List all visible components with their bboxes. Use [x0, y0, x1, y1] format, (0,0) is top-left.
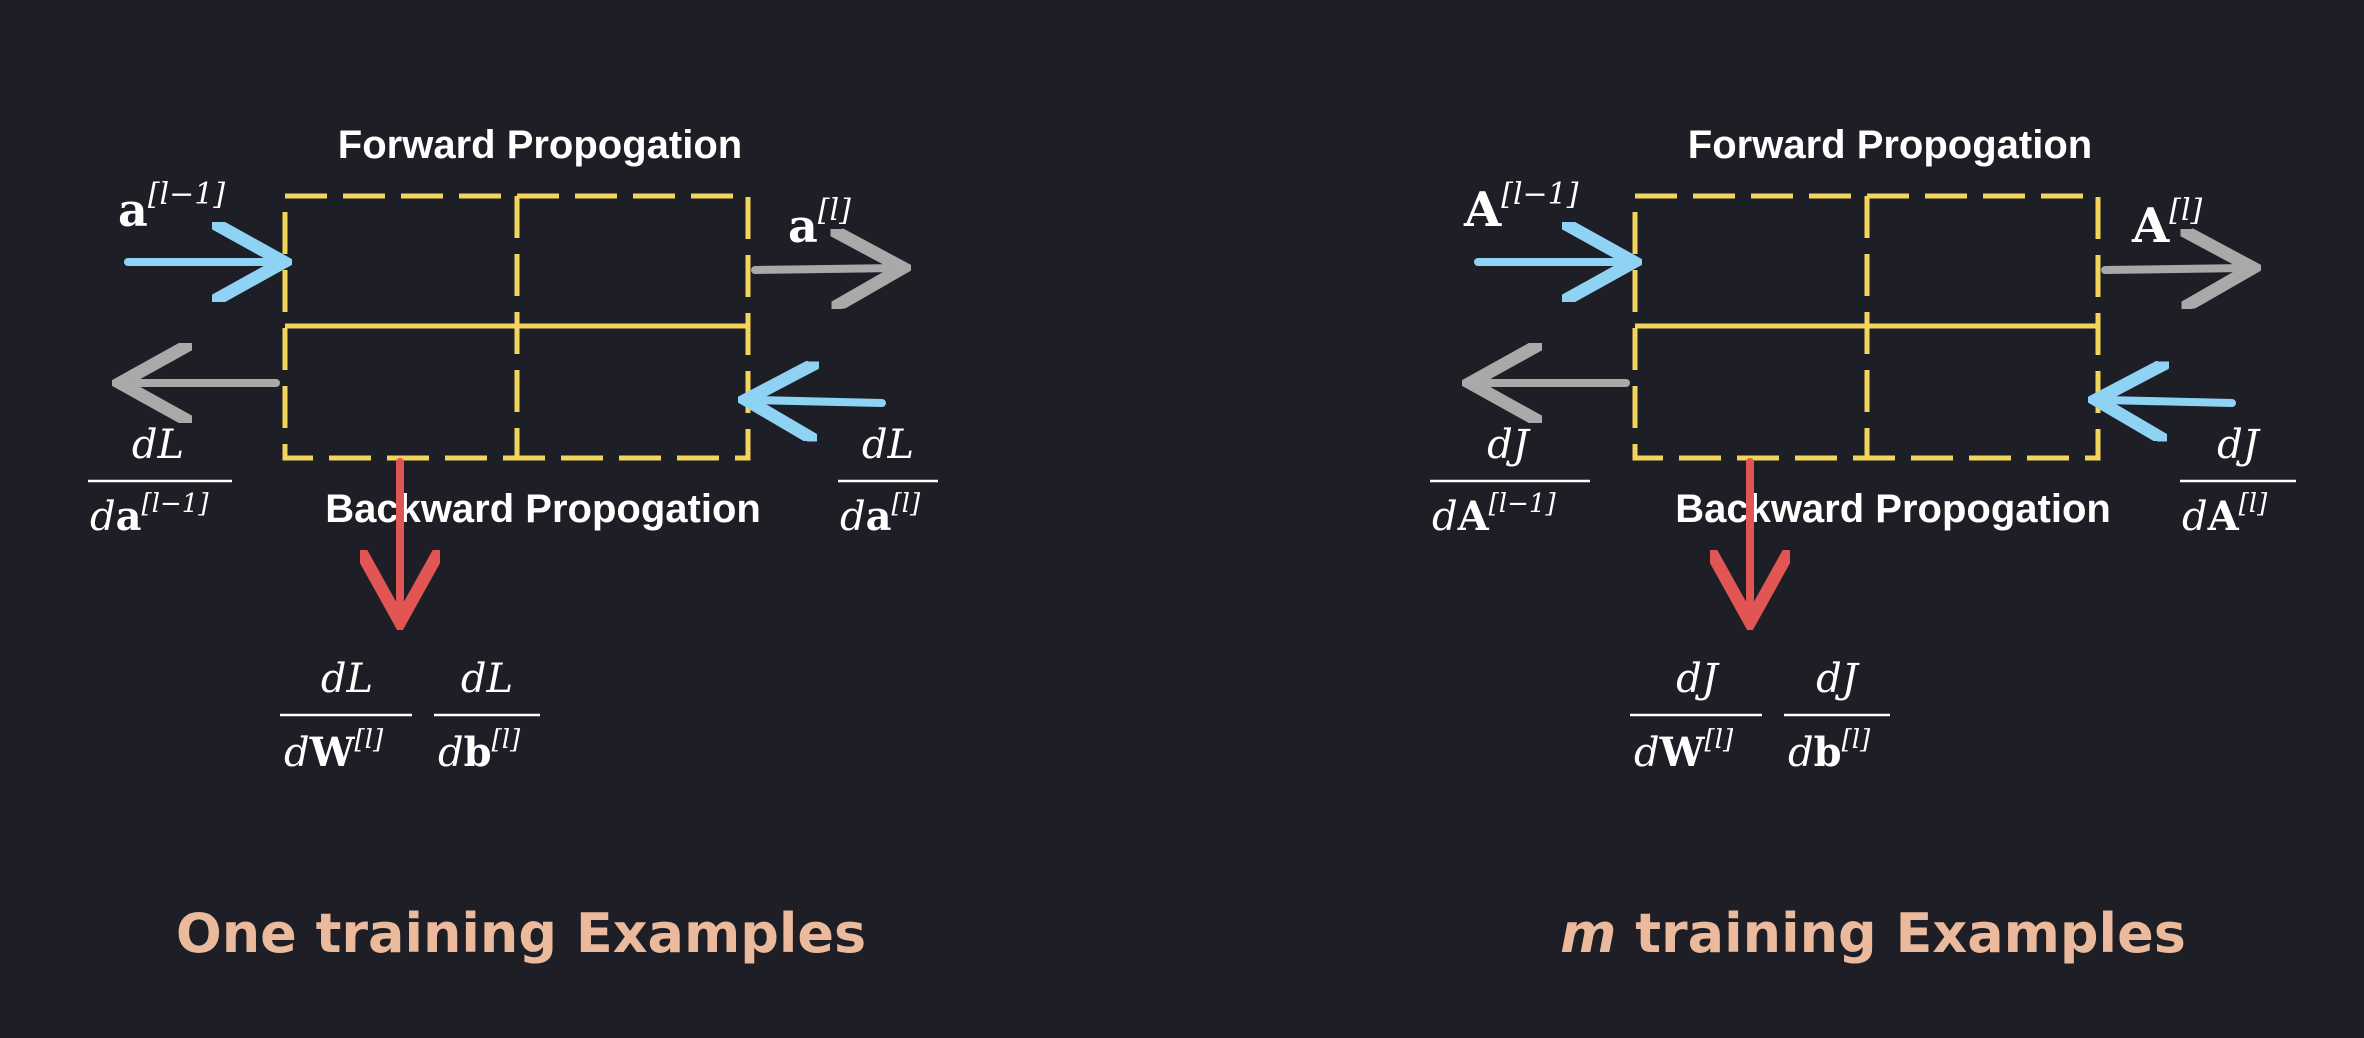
- svg-text:db[l]: db[l]: [1788, 725, 1871, 776]
- svg-text:dA[l]: dA[l]: [2182, 489, 2268, 540]
- left-db-fraction: dL db[l]: [434, 656, 540, 776]
- left-caption: One training Examples: [176, 902, 866, 965]
- left-backward-label: Backward Propogation: [325, 487, 761, 531]
- svg-text:db[l]: db[l]: [438, 725, 521, 776]
- left-output-arrow: [751, 268, 895, 270]
- svg-text:dL: dL: [321, 656, 373, 702]
- svg-text:dJ: dJ: [1816, 656, 1860, 702]
- svg-text:dL: dL: [132, 422, 184, 468]
- right-backward-label: Backward Propogation: [1675, 487, 2111, 531]
- svg-text:dJ: dJ: [1676, 656, 1720, 702]
- right-grad-output-fraction: dJ dA[l]: [2180, 422, 2296, 540]
- svg-text:da[l−1]: da[l−1]: [90, 489, 209, 540]
- left-grad-output-arrow: [754, 400, 886, 403]
- svg-text:dL: dL: [862, 422, 914, 468]
- left-panel: Forward Propogation a[l−1] a[l] dL da[l−…: [88, 123, 938, 965]
- right-panel: Forward Propogation A[l−1] A[l] dJ dA[l−…: [1430, 123, 2296, 965]
- svg-text:dA[l−1]: dA[l−1]: [1432, 489, 1556, 540]
- right-forward-label: Forward Propogation: [1688, 123, 2092, 167]
- svg-text:da[l]: da[l]: [840, 489, 921, 540]
- right-output-label: A[l]: [2131, 193, 2203, 254]
- right-output-arrow: [2101, 268, 2245, 270]
- left-forward-label: Forward Propogation: [338, 123, 742, 167]
- svg-text:dW[l]: dW[l]: [284, 725, 384, 776]
- left-grad-input-fraction: dL da[l−1]: [88, 422, 232, 540]
- right-layer-box: [1632, 193, 2101, 461]
- left-input-label: a[l−1]: [118, 177, 225, 237]
- right-grad-output-arrow: [2104, 400, 2236, 403]
- left-output-label: a[l]: [788, 193, 851, 253]
- right-db-fraction: dJ db[l]: [1784, 656, 1890, 776]
- left-grad-output-fraction: dL da[l]: [838, 422, 938, 540]
- svg-text:dJ: dJ: [1487, 422, 1531, 468]
- svg-text:dW[l]: dW[l]: [1634, 725, 1734, 776]
- left-layer-box: [282, 193, 751, 461]
- svg-text:dL: dL: [461, 656, 513, 702]
- right-input-label: A[l−1]: [1463, 177, 1579, 238]
- right-caption: m training Examples: [1560, 902, 2186, 965]
- left-dW-fraction: dL dW[l]: [280, 656, 412, 776]
- right-grad-input-fraction: dJ dA[l−1]: [1430, 422, 1590, 540]
- right-dW-fraction: dJ dW[l]: [1630, 656, 1762, 776]
- svg-text:dJ: dJ: [2217, 422, 2261, 468]
